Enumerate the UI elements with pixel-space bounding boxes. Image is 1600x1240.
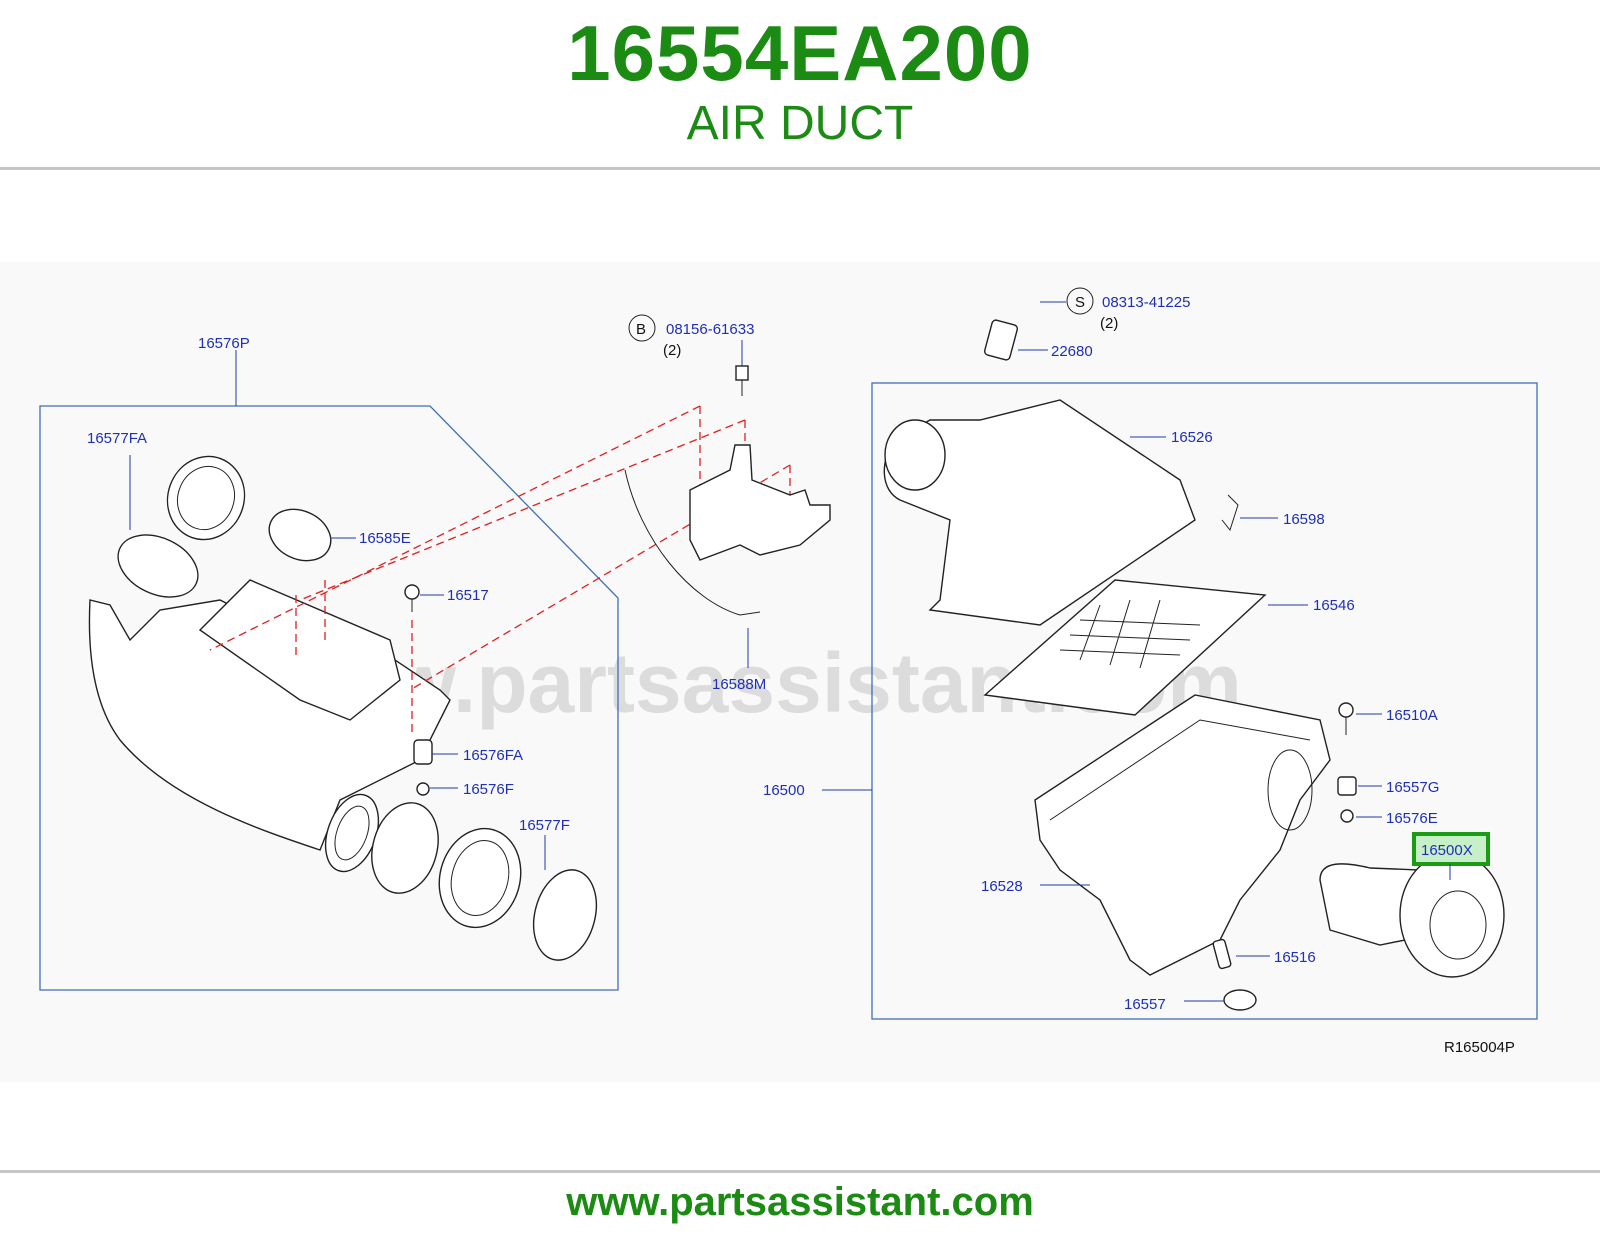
air-duct-top-chamber bbox=[198, 579, 401, 721]
lower-case-port bbox=[1267, 749, 1313, 831]
clip-16576E bbox=[1340, 809, 1354, 823]
label-22680: 22680 bbox=[1051, 343, 1093, 360]
label-08313-41225: 08313-41225 bbox=[1102, 294, 1190, 311]
label-s-qty: (2) bbox=[1100, 315, 1118, 332]
bellows-hose bbox=[438, 827, 522, 929]
resonator-16500X-opening bbox=[1429, 890, 1487, 960]
footer-url[interactable]: www.partsassistant.com bbox=[566, 1180, 1034, 1224]
assembly-dash-3 bbox=[409, 464, 791, 691]
bracket-rod bbox=[624, 469, 761, 616]
filter-element-16546 bbox=[983, 579, 1267, 716]
label-16598: 16598 bbox=[1283, 511, 1325, 528]
label-16588M: 16588M bbox=[712, 676, 766, 693]
lower-case-rim bbox=[1049, 719, 1311, 821]
lower-case-16528 bbox=[1034, 694, 1331, 976]
label-16516: 16516 bbox=[1274, 949, 1316, 966]
symbol-s: S bbox=[1075, 294, 1085, 311]
header-divider bbox=[0, 167, 1600, 170]
clamp-16577FA bbox=[117, 534, 199, 598]
parts-diagram: www.partsassistant.com B 08156-61633 (2)… bbox=[39, 287, 1538, 1056]
page-header: 16554EA200 AIR DUCT bbox=[0, 0, 1600, 168]
label-16517: 16517 bbox=[447, 587, 489, 604]
highlight-16500X bbox=[1412, 832, 1490, 866]
label-16576F: 16576F bbox=[463, 781, 514, 798]
grommet-16557G bbox=[1337, 776, 1357, 796]
grommet-16576FA bbox=[413, 739, 433, 765]
label-16576FA: 16576FA bbox=[463, 747, 523, 764]
filter-element-mesh bbox=[1059, 599, 1201, 669]
label-16577FA: 16577FA bbox=[87, 430, 147, 447]
diagram-reference: R165004P bbox=[1444, 1039, 1515, 1056]
clip-16576F bbox=[416, 782, 430, 796]
cap-16585E bbox=[268, 508, 332, 562]
label-16526: 16526 bbox=[1171, 429, 1213, 446]
label-16577F: 16577F bbox=[519, 817, 570, 834]
clip-16598 bbox=[1221, 494, 1239, 532]
label-16557: 16557 bbox=[1124, 996, 1166, 1013]
hose-ring-upper bbox=[166, 455, 246, 541]
air-duct-outlet-inner bbox=[334, 805, 370, 861]
label-16576E: 16576E bbox=[1386, 810, 1438, 827]
label-16557G: 16557G bbox=[1386, 779, 1439, 796]
screw-16517 bbox=[404, 584, 420, 600]
label-08156-61633: 08156-61633 bbox=[666, 321, 754, 338]
label-16576P: 16576P bbox=[198, 335, 250, 352]
label-b-qty: (2) bbox=[663, 342, 681, 359]
label-16500X: 16500X bbox=[1421, 842, 1473, 859]
assembly-box-16576P bbox=[39, 405, 619, 991]
pin-16516 bbox=[1212, 938, 1232, 970]
bolt-16510A bbox=[1338, 702, 1354, 718]
clamp-outlet bbox=[371, 802, 439, 894]
symbol-s-circle bbox=[1066, 287, 1094, 315]
assembly-dash-1 bbox=[209, 405, 701, 651]
grommet-16557 bbox=[1223, 989, 1257, 1011]
label-16546: 16546 bbox=[1313, 597, 1355, 614]
hose-ring-upper-inner bbox=[177, 465, 235, 531]
footer-divider bbox=[0, 1170, 1600, 1173]
symbol-b: B bbox=[636, 321, 646, 338]
bellows-hose-inner bbox=[450, 840, 510, 916]
symbol-b-circle bbox=[628, 314, 656, 342]
label-16585E: 16585E bbox=[359, 530, 411, 547]
assembly-box-16500 bbox=[871, 382, 1538, 1020]
assembly-dash-2 bbox=[299, 419, 746, 601]
upper-cover-inlet bbox=[884, 419, 946, 491]
sensor-22680 bbox=[983, 319, 1019, 361]
label-16500: 16500 bbox=[763, 782, 805, 799]
part-name-subtitle: AIR DUCT bbox=[686, 97, 914, 150]
bracket-16588M bbox=[689, 444, 831, 561]
clamp-16577F bbox=[532, 869, 598, 961]
label-16510A: 16510A bbox=[1386, 707, 1438, 724]
label-16528: 16528 bbox=[981, 878, 1023, 895]
part-number-title: 16554EA200 bbox=[567, 9, 1033, 97]
bolt-head bbox=[735, 365, 749, 381]
